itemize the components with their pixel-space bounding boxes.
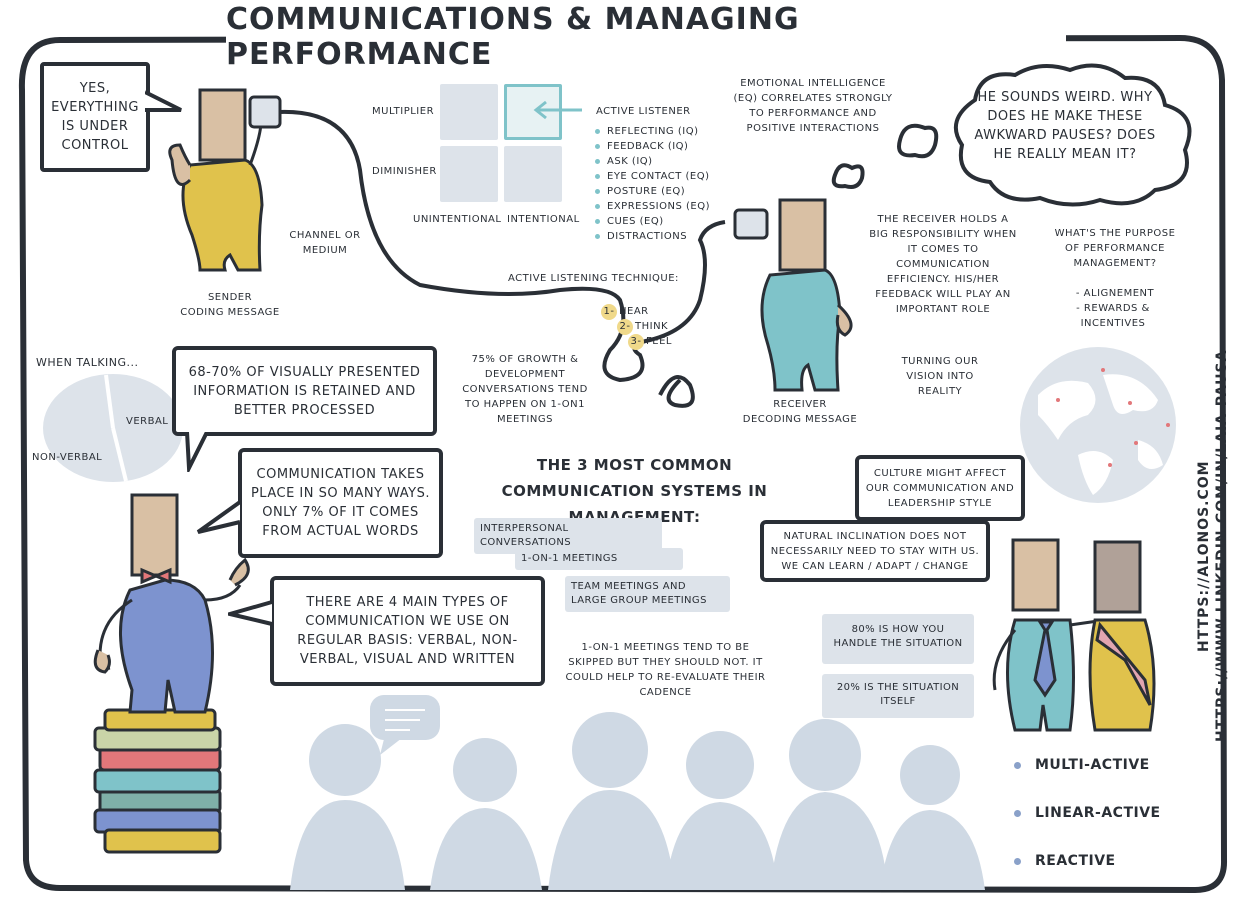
list-item: EXPRESSIONS (EQ) [595,199,710,214]
matrix-cell-tr [504,84,562,140]
pie-label-verbal: VERBAL [126,416,169,427]
list-item: ASK (IQ) [595,154,710,169]
culture-type-reactive: REACTIVE [1014,853,1116,869]
list-item: FEEDBACK (IQ) [595,139,710,154]
matrix-row-bottom: DIMINISHER [372,166,437,177]
sender-bubble-tail [145,90,182,112]
receiver-figure [733,198,853,392]
audience-silhouettes [290,695,985,890]
visual-info-bubble: 68-70% OF VISUALLY PRESENTED INFORMATION… [172,346,437,436]
matrix-col-left: UNINTENTIONAL [413,214,502,225]
list-item: POSTURE (EQ) [595,184,710,199]
bullet-icon [1014,809,1021,817]
matrix-col-right: INTENTIONAL [507,214,580,225]
arrow-left-icon [533,100,582,120]
receiver-label-line2: DECODING MESSAGE [742,414,858,425]
system-item: 1-ON-1 MEETINGS [515,548,683,570]
purpose-item: - REWARDS & INCENTIVES [1076,303,1150,329]
culture-bubble: CULTURE MIGHT AFFECT OUR COMMUNICATION A… [855,455,1025,521]
sender-label-line1: SENDER [207,292,253,303]
culture-type-multi: MULTI-ACTIVE [1014,757,1150,773]
step-number: 2- [617,319,633,335]
receiver-thought: HE SOUNDS WEIRD. WHY DOES HE MAKE THESE … [974,90,1156,162]
technique-step-2: 2-THINK [617,319,668,335]
link-linkedin[interactable]: HTTPS://WWW.LINKEDIN.COM/IN/LAIA-PAUSA [1214,349,1230,742]
matrix-row-top: MULTIPLIER [372,106,435,117]
matrix-cell-br [504,146,562,202]
receiver-label-line1: RECEIVER [773,399,827,410]
types-text: THERE ARE 4 MAIN TYPES OF COMMUNICATION … [297,595,518,667]
culture-text: CULTURE MIGHT AFFECT OUR COMMUNICATION A… [865,467,1015,509]
sender-label-line2: CODING MESSAGE [180,307,280,318]
ways-text: COMMUNICATION TAKES PLACE IN SO MANY WAY… [250,467,431,539]
sender-speech-bubble: YES, EVERYTHING IS UNDER CONTROL [40,62,150,172]
ways-bubble: COMMUNICATION TAKES PLACE IN SO MANY WAY… [238,448,443,558]
list-item: REFLECTING (IQ) [595,124,710,139]
culture-type-linear: LINEAR-ACTIVE [1014,805,1161,821]
sender-speech: YES, EVERYTHING IS UNDER CONTROL [51,81,139,153]
receiver-label: RECEIVER DECODING MESSAGE [740,397,860,427]
technique-step-1: 1-HEAR [601,304,649,320]
situation-handle: 80% IS HOW YOU HANDLE THE SITUATION [822,614,974,664]
presenter-figure [93,493,250,854]
ways-bubble-tail [196,500,242,534]
vision-note: TURNING OUR VISION INTO REALITY [901,356,979,397]
active-listener-list: REFLECTING (IQ) FEEDBACK (IQ) ASK (IQ) E… [595,124,710,244]
thought-cloud [831,63,1192,207]
bullet-icon [1014,857,1021,865]
system-item: TEAM MEETINGS AND LARGE GROUP MEETINGS [565,576,730,612]
technique-step-3: 3-FEEL [628,334,672,350]
receiver-note: THE RECEIVER HOLDS A BIG RESPONSIBILITY … [869,214,1017,315]
eq-note: EMOTIONAL INTELLIGENCE (EQ) CORRELATES S… [733,78,893,134]
colleagues-figure [992,538,1156,732]
step-number: 3- [628,334,644,350]
list-item: CUES (EQ) [595,214,710,229]
purpose-question: WHAT'S THE PURPOSE OF PERFORMANCE MANAGE… [1054,228,1176,269]
inclination-text: NATURAL INCLINATION DOES NOT NECESSARILY… [770,530,980,572]
types-bubble: THERE ARE 4 MAIN TYPES OF COMMUNICATION … [270,576,545,686]
technique-heading: ACTIVE LISTENING TECHNIQUE: [508,273,679,284]
talking-heading: WHEN TALKING... [36,356,139,369]
list-item: EYE CONTACT (EQ) [595,169,710,184]
visual-info-text: 68-70% OF VISUALLY PRESENTED INFORMATION… [188,364,421,418]
step-number: 1- [601,304,617,320]
channel-label: CHANNEL OR MEDIUM [289,230,361,256]
pie-label-nonverbal: NON-VERBAL [32,452,103,463]
active-listener-heading: ACTIVE LISTENER [596,106,691,117]
purpose-item: - ALIGNEMENT [1075,288,1155,299]
sender-label: SENDER CODING MESSAGE [170,290,290,320]
types-bubble-tail [228,600,273,626]
talking-pie-chart [43,374,183,482]
link-alonos[interactable]: HTTPS://ALONOS.COM [1196,460,1212,652]
inclination-bubble: NATURAL INCLINATION DOES NOT NECESSARILY… [760,520,990,582]
list-item: DISTRACTIONS [595,229,710,244]
systems-note: 1-ON-1 MEETINGS TEND TO BE SKIPPED BUT T… [565,642,766,698]
sender-figure [168,88,282,272]
situation-itself: 20% IS THE SITUATION ITSELF [822,674,974,718]
bullet-icon [1014,761,1021,769]
matrix-cell-tl [440,84,498,140]
visual-bubble-tail [185,432,209,472]
globe-icon [1020,347,1176,503]
growth-note: 75% OF GROWTH & DEVELOPMENT CONVERSATION… [462,354,588,425]
matrix-cell-bl [440,146,498,202]
